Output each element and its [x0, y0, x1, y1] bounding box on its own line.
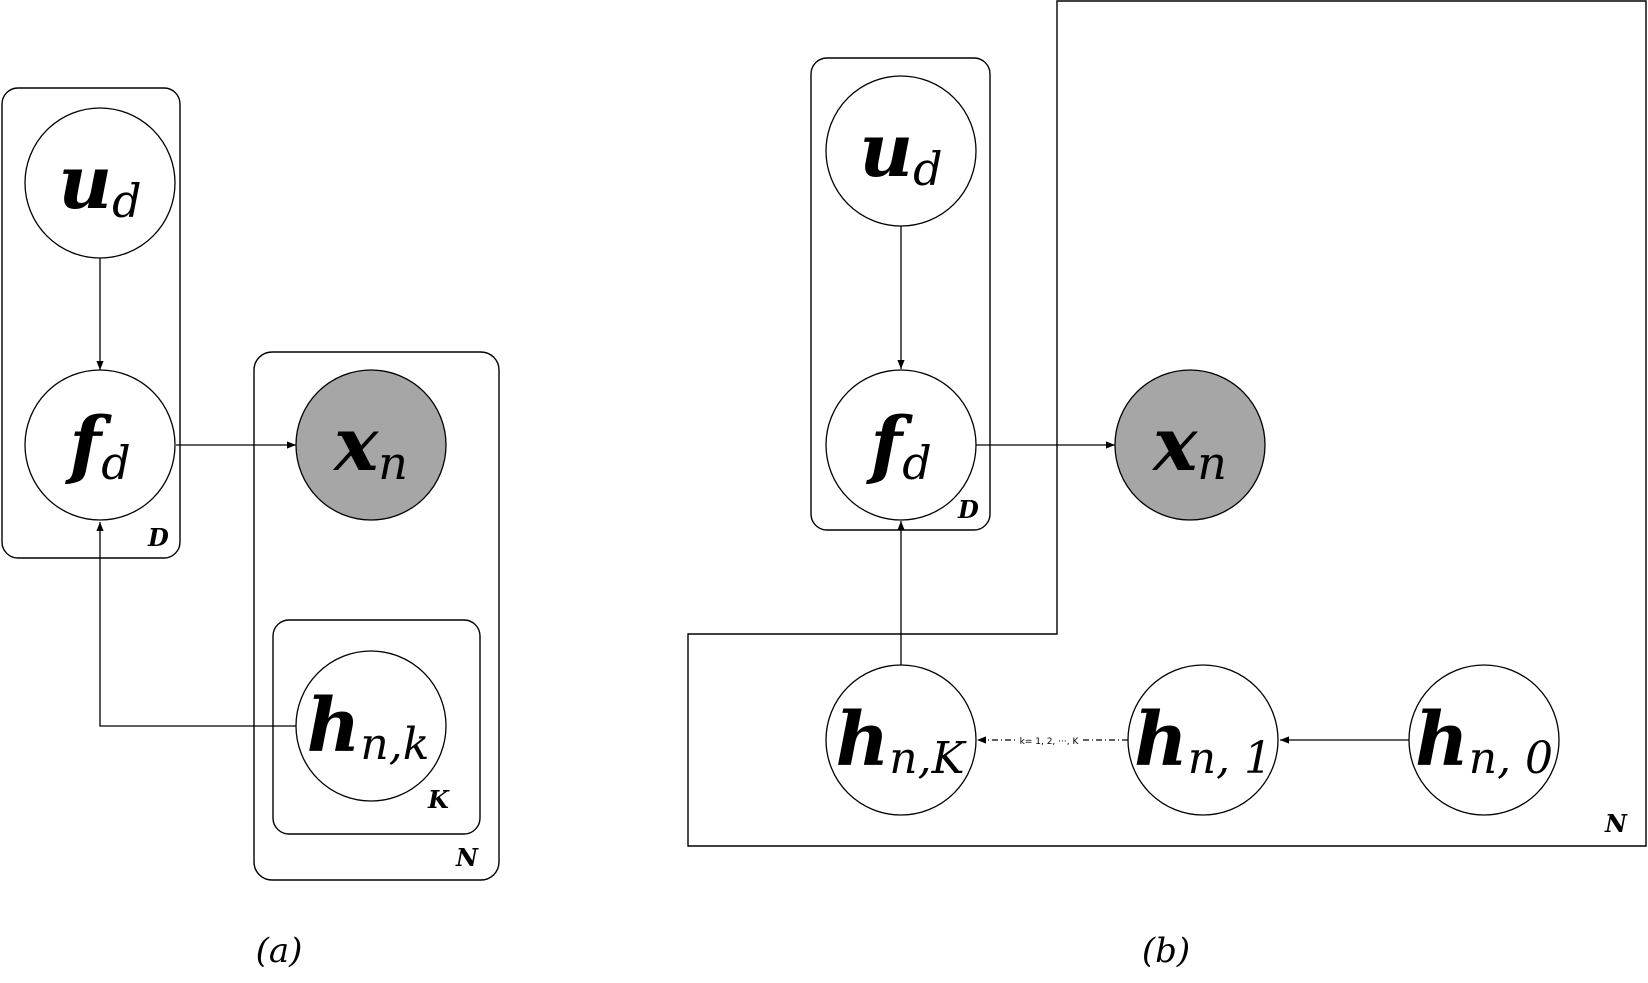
node-a-u: ud — [24, 107, 176, 259]
plate-b-d-label: D — [957, 495, 979, 524]
node-b-u: ud — [825, 75, 977, 227]
node-a-x: xn — [295, 369, 447, 521]
svg-text:xn: xn — [332, 402, 408, 490]
edge-a-h-to-f — [96, 522, 296, 727]
plate-a-d — [1, 87, 181, 559]
svg-text:ud: ud — [859, 108, 942, 196]
plate-b-n — [687, 0, 1647, 847]
plate-a-n — [253, 351, 500, 881]
svg-text:ud: ud — [58, 140, 141, 228]
plate-b-n-label: N — [1604, 809, 1628, 838]
node-b-hK: hn,K — [825, 664, 977, 816]
plate-a-k — [272, 619, 481, 835]
svg-text:xn: xn — [1151, 402, 1227, 490]
node-b-h1: hn, 1 — [1127, 664, 1279, 816]
node-a-f: fd — [24, 369, 176, 521]
svg-text:hn, 1: hn, 1 — [1134, 697, 1272, 784]
node-b-f: fd — [825, 369, 977, 521]
svg-text:hn,K: hn,K — [835, 697, 966, 784]
edge-label-k-range: k= 1, 2, ···, K — [1020, 737, 1080, 747]
node-a-h: hn,k — [295, 650, 447, 802]
caption-b: (b) — [1142, 931, 1190, 971]
svg-text:hn, 0: hn, 0 — [1415, 697, 1553, 784]
edge-label-bg — [1016, 733, 1082, 747]
plate-a-n-label: N — [455, 843, 479, 872]
svg-text:hn,k: hn,k — [307, 683, 430, 770]
plate-a-k-label: K — [427, 785, 450, 814]
plate-a-d-label: D — [147, 523, 169, 552]
panel-b: D N k= 1, 2, ···, K ud fd xn — [687, 0, 1647, 971]
node-b-x: xn — [1114, 369, 1266, 521]
panel-a: D N K ud fd xn hn,k — [1, 87, 500, 971]
caption-a: (a) — [256, 931, 303, 971]
node-b-h0: hn, 0 — [1408, 664, 1560, 816]
